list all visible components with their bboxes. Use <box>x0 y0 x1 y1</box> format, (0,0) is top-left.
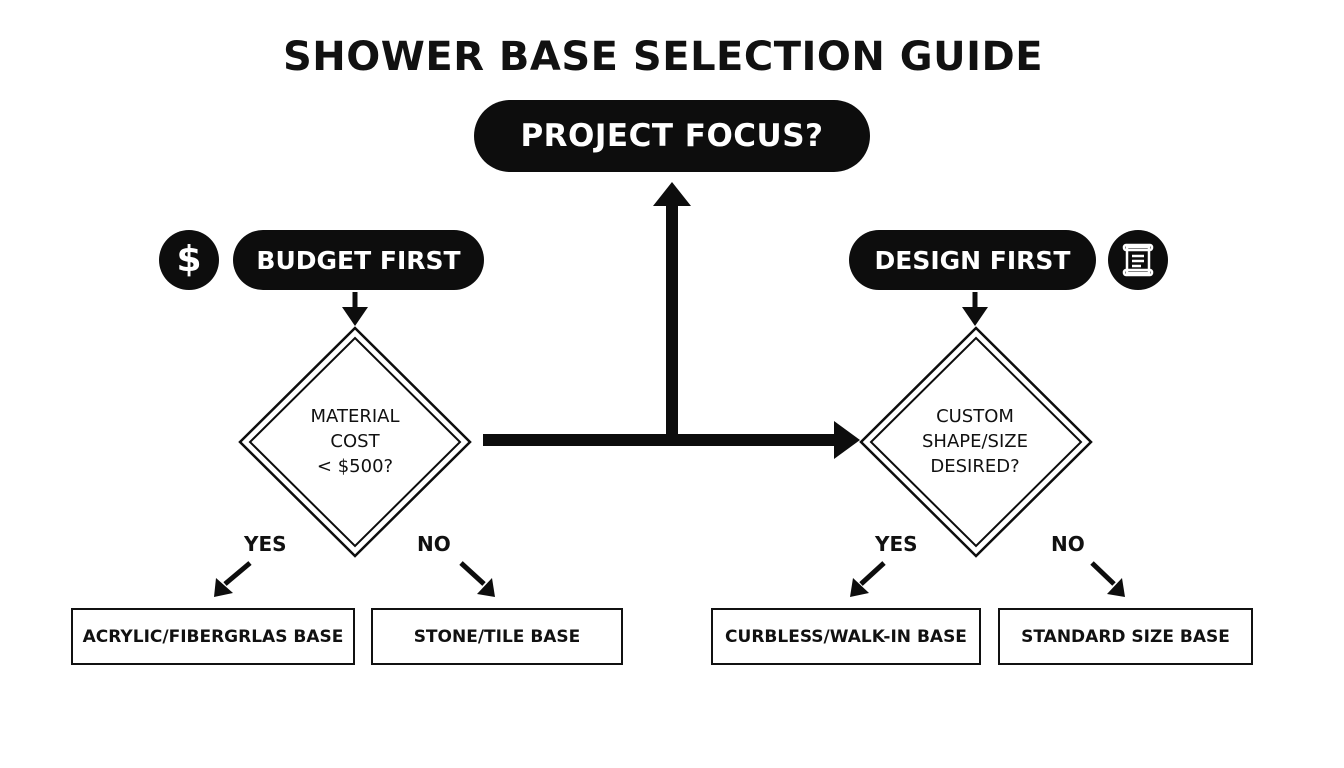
arrowhead-design-down <box>962 307 988 326</box>
decision-custom-shape-line-1: CUSTOM <box>936 406 1014 427</box>
decision-custom-shape-line-2: SHAPE/SIZE <box>921 431 1028 452</box>
scroll-icon-graphic <box>1122 243 1154 277</box>
node-project-focus: PROJECT FOCUS? <box>474 100 870 172</box>
decision-diamond-custom-shape <box>859 326 1093 558</box>
arrowhead-budget-down <box>342 307 368 326</box>
dollar-icon-glyph: $ <box>176 239 202 280</box>
result-stone-tile-base: STONE/TILE BASE <box>371 608 623 665</box>
arrowhead-left-no <box>477 578 495 597</box>
decision-diamond-material-cost-inner <box>248 336 462 548</box>
left-no-label: NO <box>417 532 451 556</box>
arrowhead-to-design-decision <box>834 421 860 459</box>
result-acrylic-fiberglass-base: ACRYLIC/FIBERGRLAS BASE <box>71 608 355 665</box>
left-yes-label: YES <box>244 532 287 556</box>
right-yes-label: YES <box>875 532 918 556</box>
result-stone-tile-base-label: STONE/TILE BASE <box>413 626 581 647</box>
result-standard-size-base-label: STANDARD SIZE BASE <box>1021 626 1230 647</box>
scroll-icon <box>1108 230 1168 290</box>
right-no-label: NO <box>1051 532 1085 556</box>
page-title: SHOWER BASE SELECTION GUIDE <box>282 34 1044 80</box>
node-project-focus-label: PROJECT FOCUS? <box>520 118 824 154</box>
decision-custom-shape-line-3: DESIRED? <box>930 456 1020 477</box>
result-curbless-walk-in-base-label: CURBLESS/WALK-IN BASE <box>725 626 967 647</box>
node-budget-first-label: BUDGET FIRST <box>256 245 461 275</box>
decision-material-cost-line-2: COST <box>330 431 380 452</box>
arrow-right-yes <box>859 561 886 586</box>
arrow-right-no <box>1090 561 1116 586</box>
arrowhead-right-yes <box>850 578 869 597</box>
node-design-first-label: DESIGN FIRST <box>874 245 1071 275</box>
decision-diamond-material-cost <box>238 326 472 558</box>
decision-diamond-custom-shape-inner <box>869 336 1083 548</box>
decision-material-cost-line-3: < $500? <box>316 456 394 477</box>
arrowhead-right-no <box>1107 578 1125 597</box>
result-curbless-walk-in-base: CURBLESS/WALK-IN BASE <box>711 608 981 665</box>
node-design-first: DESIGN FIRST <box>849 230 1096 290</box>
arrow-left-yes <box>223 561 252 586</box>
dollar-icon: $ <box>159 230 219 290</box>
decision-custom-shape-text: CUSTOM SHAPE/SIZE DESIRED? <box>900 404 1050 479</box>
decision-material-cost-text: MATERIAL COST < $500? <box>280 404 430 479</box>
arrowhead-to-project-focus <box>653 182 691 206</box>
decision-material-cost-line-1: MATERIAL <box>310 406 400 427</box>
result-standard-size-base: STANDARD SIZE BASE <box>998 608 1253 665</box>
result-acrylic-fiberglass-base-label: ACRYLIC/FIBERGRLAS BASE <box>82 626 344 647</box>
arrow-left-no <box>459 561 486 586</box>
node-budget-first: BUDGET FIRST <box>233 230 484 290</box>
arrowhead-left-yes <box>214 578 233 597</box>
